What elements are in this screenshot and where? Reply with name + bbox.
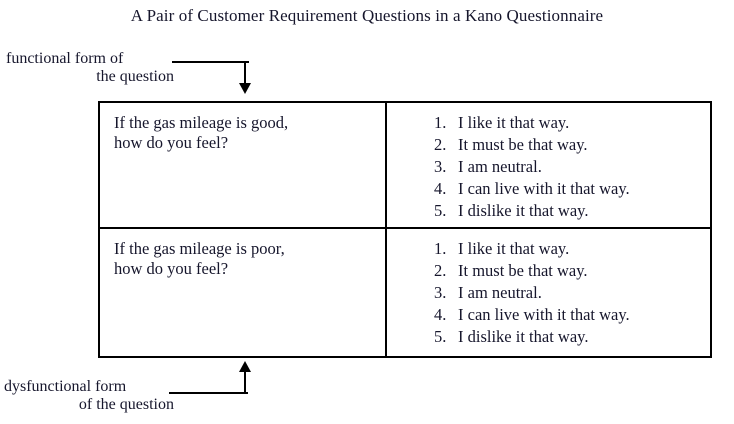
answer-number: 2.	[434, 135, 447, 154]
answer-label: I like it that way.	[458, 239, 570, 258]
answer-label: I am neutral.	[458, 157, 542, 176]
question-text: If the gas mileage is good, how do you f…	[114, 113, 385, 152]
answer-list: 1. I like it that way. 2. It must be tha…	[387, 112, 710, 222]
answer-list: 1. I like it that way. 2. It must be tha…	[387, 238, 710, 348]
answer-cell-functional: 1. I like it that way. 2. It must be tha…	[387, 103, 710, 227]
annotation-dysfunctional-line1: dysfunctional form	[4, 378, 127, 395]
answer-label: I am neutral.	[458, 283, 542, 302]
answer-number: 5.	[434, 201, 447, 220]
leader-line-functional-horizontal	[172, 61, 249, 63]
list-item[interactable]: 4. I can live with it that way.	[434, 178, 710, 200]
answer-number: 4.	[434, 179, 447, 198]
answer-number: 3.	[434, 283, 447, 302]
annotation-dysfunctional-line2: of the question	[78, 396, 174, 413]
annotation-dysfunctional-form: dysfunctional form of the question	[4, 378, 176, 414]
question-line-2: how do you feel?	[114, 258, 229, 278]
annotation-functional-line1: functional form of	[6, 50, 124, 67]
answer-number: 4.	[434, 305, 447, 324]
answer-number: 1.	[434, 113, 447, 132]
arrow-down-icon	[239, 83, 251, 94]
answer-cell-dysfunctional: 1. I like it that way. 2. It must be tha…	[387, 229, 710, 356]
answer-number: 3.	[434, 157, 447, 176]
question-line-2: how do you feel?	[114, 132, 229, 152]
answer-number: 2.	[434, 261, 447, 280]
table-row: If the gas mileage is poor, how do you f…	[100, 229, 710, 356]
answer-label: It must be that way.	[458, 261, 588, 280]
answer-number: 5.	[434, 327, 447, 346]
question-line-1: If the gas mileage is poor,	[114, 239, 285, 258]
leader-line-dysfunctional-horizontal	[169, 392, 248, 394]
list-item[interactable]: 5. I dislike it that way.	[434, 326, 710, 348]
list-item[interactable]: 3. I am neutral.	[434, 156, 710, 178]
answer-label: It must be that way.	[458, 135, 588, 154]
question-line-1: If the gas mileage is good,	[114, 113, 289, 132]
list-item[interactable]: 1. I like it that way.	[434, 112, 710, 134]
figure-title: A Pair of Customer Requirement Questions…	[130, 6, 604, 25]
list-item[interactable]: 3. I am neutral.	[434, 282, 710, 304]
answer-label: I dislike it that way.	[458, 201, 589, 220]
leader-line-functional-vertical	[244, 61, 246, 85]
list-item[interactable]: 4. I can live with it that way.	[434, 304, 710, 326]
annotation-functional-line2: the question	[96, 68, 174, 85]
answer-label: I dislike it that way.	[458, 327, 589, 346]
question-cell-functional: If the gas mileage is good, how do you f…	[100, 103, 387, 227]
list-item[interactable]: 2. It must be that way.	[434, 134, 710, 156]
list-item[interactable]: 2. It must be that way.	[434, 260, 710, 282]
question-text: If the gas mileage is poor, how do you f…	[114, 239, 385, 278]
answer-label: I like it that way.	[458, 113, 570, 132]
leader-line-dysfunctional-vertical	[244, 372, 246, 394]
table-row: If the gas mileage is good, how do you f…	[100, 103, 710, 229]
list-item[interactable]: 1. I like it that way.	[434, 238, 710, 260]
list-item[interactable]: 5. I dislike it that way.	[434, 200, 710, 222]
question-cell-dysfunctional: If the gas mileage is poor, how do you f…	[100, 229, 387, 356]
answer-number: 1.	[434, 239, 447, 258]
answer-label: I can live with it that way.	[458, 179, 630, 198]
questionnaire-table: If the gas mileage is good, how do you f…	[98, 101, 712, 358]
annotation-functional-form: functional form of the question	[6, 50, 176, 86]
answer-label: I can live with it that way.	[458, 305, 630, 324]
arrow-up-icon	[239, 361, 251, 372]
